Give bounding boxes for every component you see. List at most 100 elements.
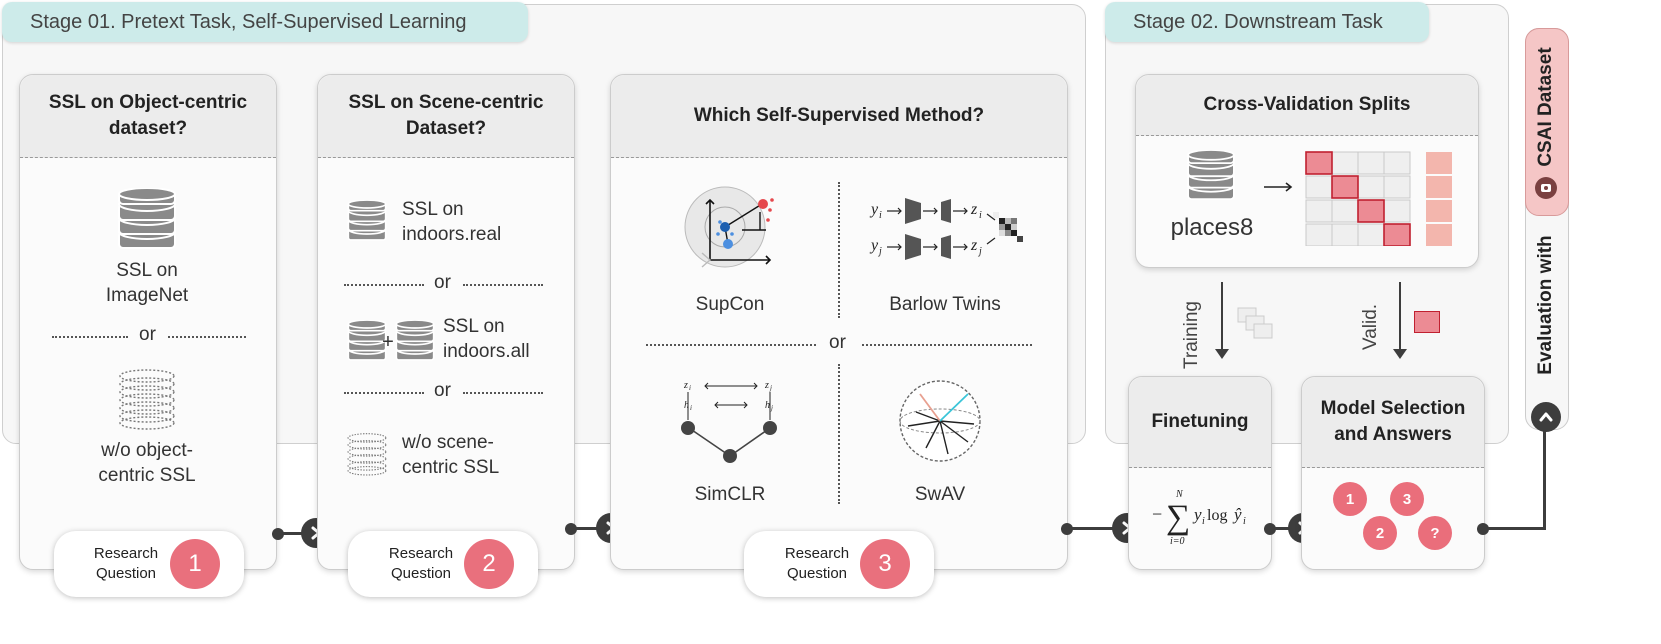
supcon-icon (684, 186, 774, 268)
csai-dataset-label: CSAI Dataset (1535, 47, 1556, 167)
svg-text:i: i (879, 210, 882, 221)
connector-line (1485, 527, 1545, 530)
stage1-title: Stage 01. Pretext Task, Self-Supervised … (30, 10, 467, 33)
svg-text:j: j (977, 246, 982, 257)
or-label: or (829, 332, 846, 353)
divider-left (344, 284, 424, 286)
valid-label: Valid. (1360, 303, 1381, 351)
svg-text:∑: ∑ (1166, 499, 1190, 536)
stage2-title: Stage 02. Downstream Task (1133, 10, 1383, 33)
answer-badge: ? (1418, 516, 1452, 550)
svg-text:i: i (690, 404, 692, 412)
svg-text:−: − (1152, 504, 1162, 524)
svg-text:i=0: i=0 (1170, 536, 1185, 547)
svg-text:N: N (1175, 489, 1184, 500)
evaluation-with-label: Evaluation with (1535, 235, 1556, 375)
svg-text:i: i (979, 210, 982, 221)
finetuning-card: Finetuning (1128, 376, 1272, 570)
object-centric-header: SSL on Object-centric dataset? (20, 75, 276, 158)
database-icon (118, 188, 176, 249)
rq2-number: 2 (464, 539, 514, 589)
training-arrow (1221, 282, 1223, 352)
simclr-label: SimCLR (694, 484, 766, 505)
swav-label: SwAV (914, 484, 966, 505)
svg-text:j: j (770, 404, 773, 412)
connector-dot (1477, 523, 1489, 535)
chevron-up-icon (1539, 412, 1553, 422)
ssl-indoors-all-label: SSL on indoors.all (443, 316, 530, 362)
rq3-number: 3 (860, 539, 910, 589)
barlow-twins-label: Barlow Twins (889, 294, 1001, 315)
method-header: Which Self-Supervised Method? (611, 75, 1067, 158)
or-label: or (434, 380, 451, 401)
arrow-right-icon (1264, 182, 1293, 192)
svg-text:ŷ: ŷ (1232, 505, 1242, 524)
stage2-tab: Stage 02. Downstream Task (1105, 2, 1429, 42)
svg-text:z: z (970, 237, 978, 254)
svg-text:y: y (869, 201, 879, 218)
divider-right (168, 336, 246, 338)
svg-text:i: i (1202, 516, 1205, 527)
connector-line (1543, 428, 1546, 530)
person-icon (1535, 177, 1557, 199)
answer-badge: 1 (1333, 482, 1367, 516)
empty-database-icon (119, 369, 175, 430)
connector-line (1272, 527, 1294, 530)
object-centric-card: SSL on Object-centric dataset? (19, 74, 277, 570)
plus-sign: + (382, 331, 394, 353)
connector-dot (1061, 523, 1073, 535)
svg-text:z: z (683, 380, 688, 391)
rq2-label: Research Question (388, 545, 454, 582)
rq3-label: Research Question (784, 545, 850, 582)
empty-database-icon (347, 433, 387, 476)
divider-right (862, 344, 1032, 346)
svg-text:h: h (684, 400, 689, 411)
database-icon (347, 200, 387, 241)
rq1-number: 1 (170, 539, 220, 589)
divider-right (463, 284, 543, 286)
divider-right (463, 392, 543, 394)
answer-badge: 3 (1390, 482, 1424, 516)
svg-text:z: z (764, 380, 769, 391)
model-selection-header: Model Selection and Answers (1302, 377, 1484, 468)
connector-line (573, 527, 597, 530)
connector-dot (1264, 523, 1276, 535)
divider-left (344, 392, 424, 394)
svg-text:j: j (769, 384, 772, 392)
stage1-tab: Stage 01. Pretext Task, Self-Supervised … (2, 2, 528, 42)
places8-label: places8 (1170, 214, 1254, 241)
wo-scene-centric-label: w/o scene-centric SSL (402, 432, 500, 478)
arrow-down-icon (1215, 349, 1229, 359)
cross-validation-header: Cross-Validation Splits (1136, 75, 1478, 136)
split-grid (1305, 151, 1452, 246)
rq1-label: Research Question (93, 545, 159, 582)
svg-text:y: y (869, 237, 879, 254)
supcon-label: SupCon (695, 294, 765, 315)
database-icon (1187, 150, 1235, 200)
svg-text:j: j (877, 246, 882, 257)
training-label: Training (1181, 301, 1202, 369)
wo-object-centric-label: w/o object-centric SSL (98, 440, 196, 486)
valid-split-square (1414, 311, 1440, 333)
connector-line (1069, 527, 1127, 530)
arrow-down-icon (1393, 349, 1407, 359)
collapse-up-button[interactable] (1531, 402, 1561, 432)
svg-text:h: h (765, 400, 770, 411)
answer-badge: 2 (1363, 516, 1397, 550)
or-label: or (434, 272, 451, 293)
divider-left (52, 336, 128, 338)
database-icon (395, 320, 435, 361)
svg-text:z: z (970, 201, 978, 218)
ssl-imagenet-label: SSL on ImageNet (105, 260, 189, 306)
divider-left (646, 344, 816, 346)
stacked-cards-icon (1237, 307, 1273, 339)
vertical-divider (838, 364, 840, 504)
ssl-indoors-real-label: SSL on indoors.real (402, 199, 502, 245)
svg-text:i: i (689, 384, 691, 392)
database-icon (347, 320, 387, 361)
connector-line (280, 532, 302, 535)
connector-dot (272, 528, 284, 540)
